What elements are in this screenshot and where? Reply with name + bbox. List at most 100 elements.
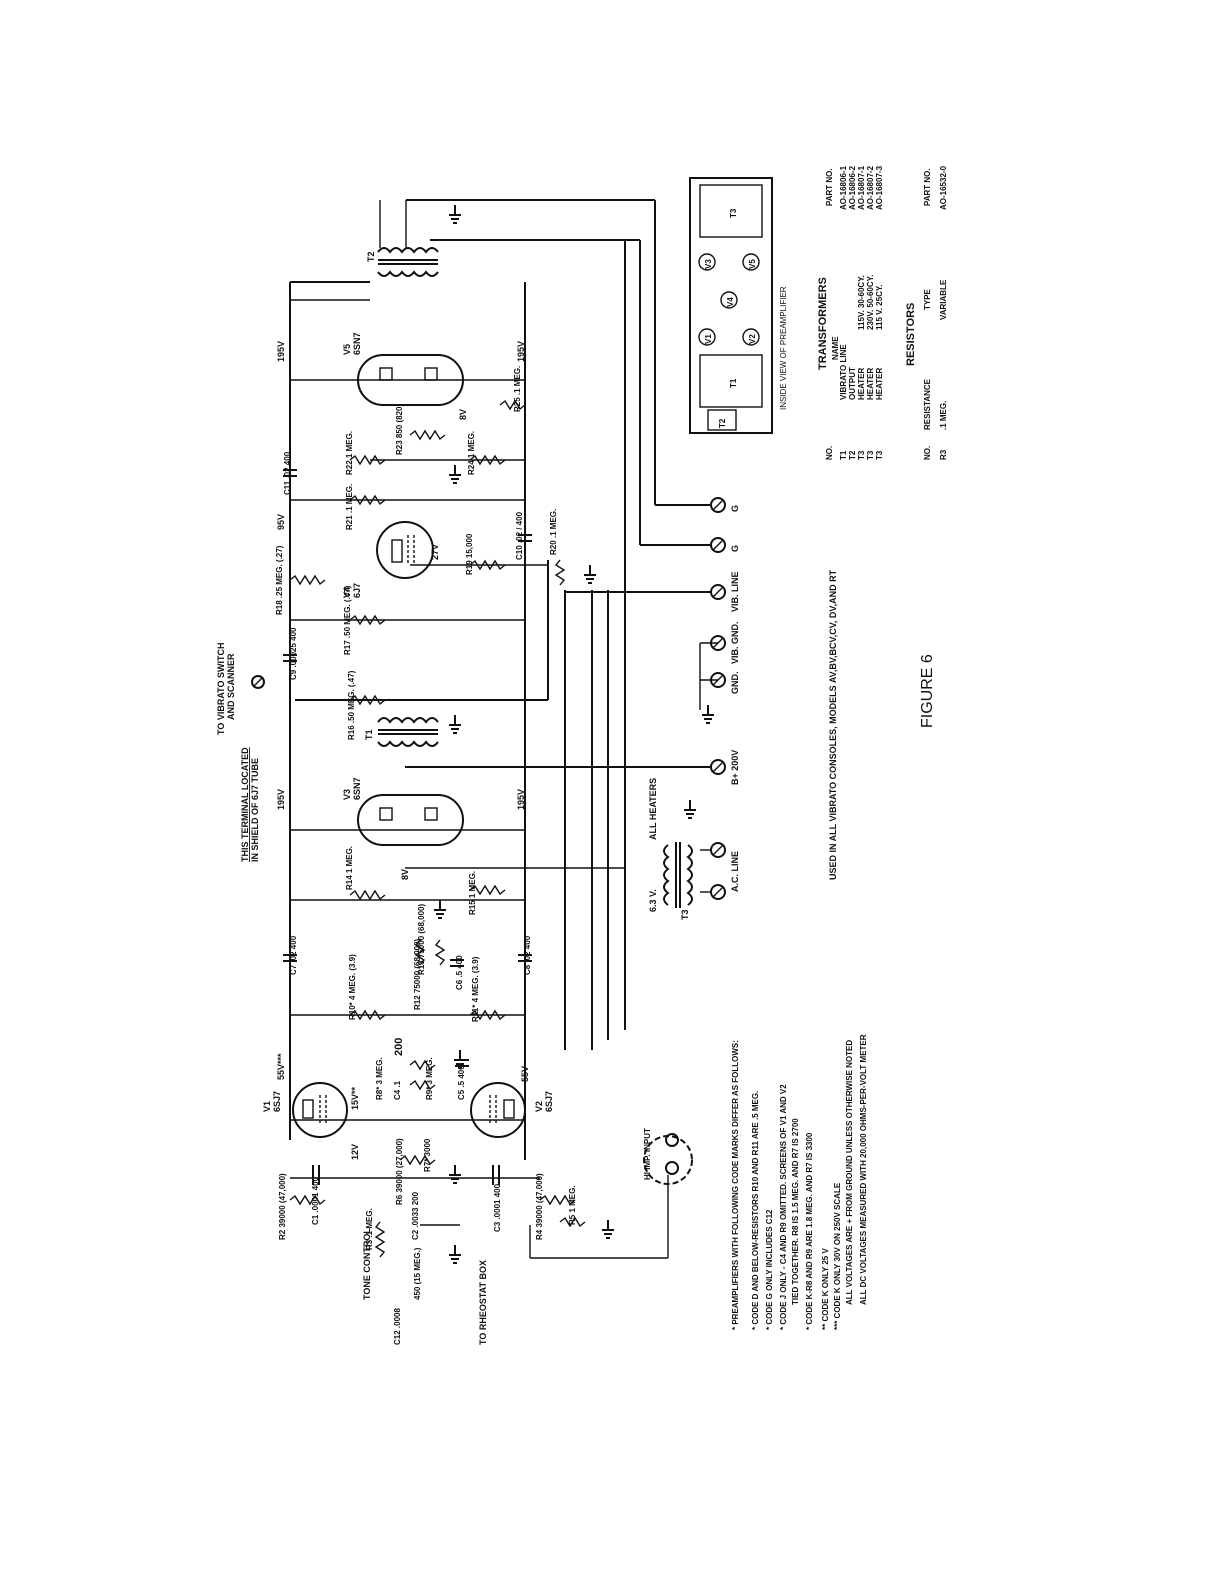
transformers-row1-name: VIBRATO LINE [839,344,848,400]
inside-part-v3: V3 [704,259,713,269]
transformers-row1-part: AO-16806-1 [839,165,848,210]
label-c11: C11 .02 400 [283,451,292,495]
note-1: * PREAMPLIFIERS WITH FOLLOWING CODE MARK… [731,1040,740,1330]
label-27v: 27V [430,544,440,560]
terminal-note-line1: TO VIBRATO SWITCH [216,642,226,735]
tube-v3-type: 6SN7 [352,777,362,800]
label-c4-rating: 200 [393,1038,405,1056]
terminal-label-vib-line: VIB. LINE [730,571,740,612]
note-4: * CODE J ONLY - C4 AND R9 OMITTED. SCREE… [779,1084,788,1330]
label-c8: C8 .02 400 [523,935,532,975]
tube-v2 [470,1082,526,1138]
terminal-label-gnd: GND. [730,672,740,695]
tube-v5-type: 6SN7 [352,332,362,355]
inside-part-t3: T3 [729,208,738,218]
heater-volts-label: 6.3 V. [648,889,658,912]
label-12v: 12V [350,1144,360,1160]
note-3: * CODE G ONLY INCLUDES C12 [765,1209,774,1330]
models-note: USED IN ALL VIBRATO CONSOLES, MODELS AV,… [828,569,838,880]
label-rheostat-r: 450 (15 MEG.) [413,1247,422,1300]
inside-part-t1: T1 [729,378,738,388]
label-r13: R13 75000 (68,000) [417,904,426,976]
label-r10: R10* 4 MEG. (3.9) [348,954,357,1020]
label-c4: C4 .1 [393,1080,402,1100]
terminal-labels: G G VIB. LINE VIB. GND. GND. B+ 200V HI … [643,505,740,1180]
label-c10: C10 .02 / 400 [515,511,524,560]
label-8v-a: 8V [458,409,468,420]
note-5: TIED TOGETHER. R8 IS 1.5 MEG. AND R7 IS … [791,1118,800,1305]
label-r2: R2 39000 (47,000) [278,1173,287,1240]
resistors-row1-type: VARIABLE [939,279,948,320]
tube-v4 [376,521,434,579]
label-c5: C5 .5 400 [457,1065,466,1100]
label-r14: R14 1 MEG. [345,846,354,890]
label-r25: R25 .1 MEG. [513,366,522,412]
label-55v-a: 55V*** [276,1053,286,1080]
label-55v-b: 55V [520,1066,530,1082]
resistor-symbols [289,399,586,1258]
inside-part-v4: V4 [726,297,735,307]
tube-v5 [357,354,464,406]
note-9: ALL VOLTAGES ARE + FROM GROUND UNLESS OT… [845,1040,854,1305]
label-195v-d: 195V [516,789,526,810]
inside-part-v2: V2 [748,334,757,344]
label-r6: R6 39000 (27,000) [395,1138,404,1205]
inside-view-caption: INSIDE VIEW OF PREAMPLIFIER [779,286,788,410]
label-r12: R12 75000 (68,000) [413,939,422,1011]
terminal-note-line3: THIS TERMINAL LOCATED [240,747,250,862]
code-notes: * PREAMPLIFIERS WITH FOLLOWING CODE MARK… [731,1034,868,1330]
label-t2: T2 [366,251,376,262]
transformer-t1 [377,717,439,747]
inside-view-panel [689,177,773,434]
tube-v3 [357,794,464,846]
resistors-row1-resistance: .1 MEG. [939,401,948,430]
transformers-row5-spec: 115 V. 25CY. [875,284,884,330]
label-t3: T3 [680,909,690,920]
label-r8: R8* 3 MEG. [375,1057,384,1100]
tube-v5-ref: V5 [342,344,352,355]
label-195v-a: 195V [276,341,286,362]
transformers-row4-part: AO-16807-2 [866,165,875,210]
note-10: ALL DC VOLTAGES MEASURED WITH 20,000 OHM… [859,1034,868,1305]
inside-part-t2: T2 [718,418,727,428]
resistors-header-resistance: RESISTANCE [923,378,932,430]
label-c6: C6 .5 400 [455,955,464,990]
figure-caption: FIGURE 6 [919,654,936,728]
terminal-label-vib-gnd: VIB. GND. [730,621,740,664]
tube-v1-type: 6SJ7 [272,1091,282,1112]
transformers-row1-no: T1 [839,450,848,460]
label-195v-b: 195V [516,341,526,362]
label-r9: R9* 3 MEG. [425,1057,434,1100]
label-r24: R24 1 MEG. [467,431,476,475]
note-6: * CODE K-R8 AND R9 ARE 1.8 MEG. AND R7 I… [805,1132,814,1330]
transformer-t2 [377,200,439,277]
tube-v1 [292,1082,348,1138]
label-r15: R15 1 MEG. [468,871,477,915]
resistors-header-type: TYPE [923,288,932,310]
label-195v-c: 195V [276,789,286,810]
terminal-label-input: HI IMP. INPUT [643,1128,652,1180]
label-r4: R4 39000 (47,000) [535,1173,544,1240]
tube-v2-type: 6SJ7 [544,1091,554,1112]
transformers-row4-name: HEATER [866,367,875,400]
label-r5: R5 1 MEG. [568,1185,577,1225]
label-r19: R19 15,000 [465,533,474,575]
terminal-label-b-plus: B+ 200V [730,750,740,785]
transformers-table: TRANSFORMERS NO. NAME PART NO. T1 VIBRAT… [817,165,884,460]
all-heaters-label: ALL HEATERS [648,778,658,840]
terminal-note-line2: AND SCANNER [226,653,236,720]
rheostat-label: TO RHEOSTAT BOX [478,1260,488,1345]
inside-part-v5: V5 [748,259,757,269]
transformers-row2-name: OUTPUT [848,367,857,400]
label-r3: R3 .1 MEG. [365,1208,374,1250]
label-c7: C7 .02 400 [289,935,298,975]
resistors-header-no: NO. [923,446,932,460]
label-r21: R21 .1 MEG. [345,484,354,530]
transformers-header-part: PART NO. [825,168,834,206]
label-c2: C2 .0033 200 [411,1191,420,1240]
figure-caption-group: FIGURE 6 [919,654,936,728]
transformers-row4-no: T3 [866,450,875,460]
tube-v3-ref: V3 [342,789,352,800]
transformers-row2-part: AO-16806-2 [848,165,857,210]
tube-v1-ref: V1 [262,1101,272,1112]
